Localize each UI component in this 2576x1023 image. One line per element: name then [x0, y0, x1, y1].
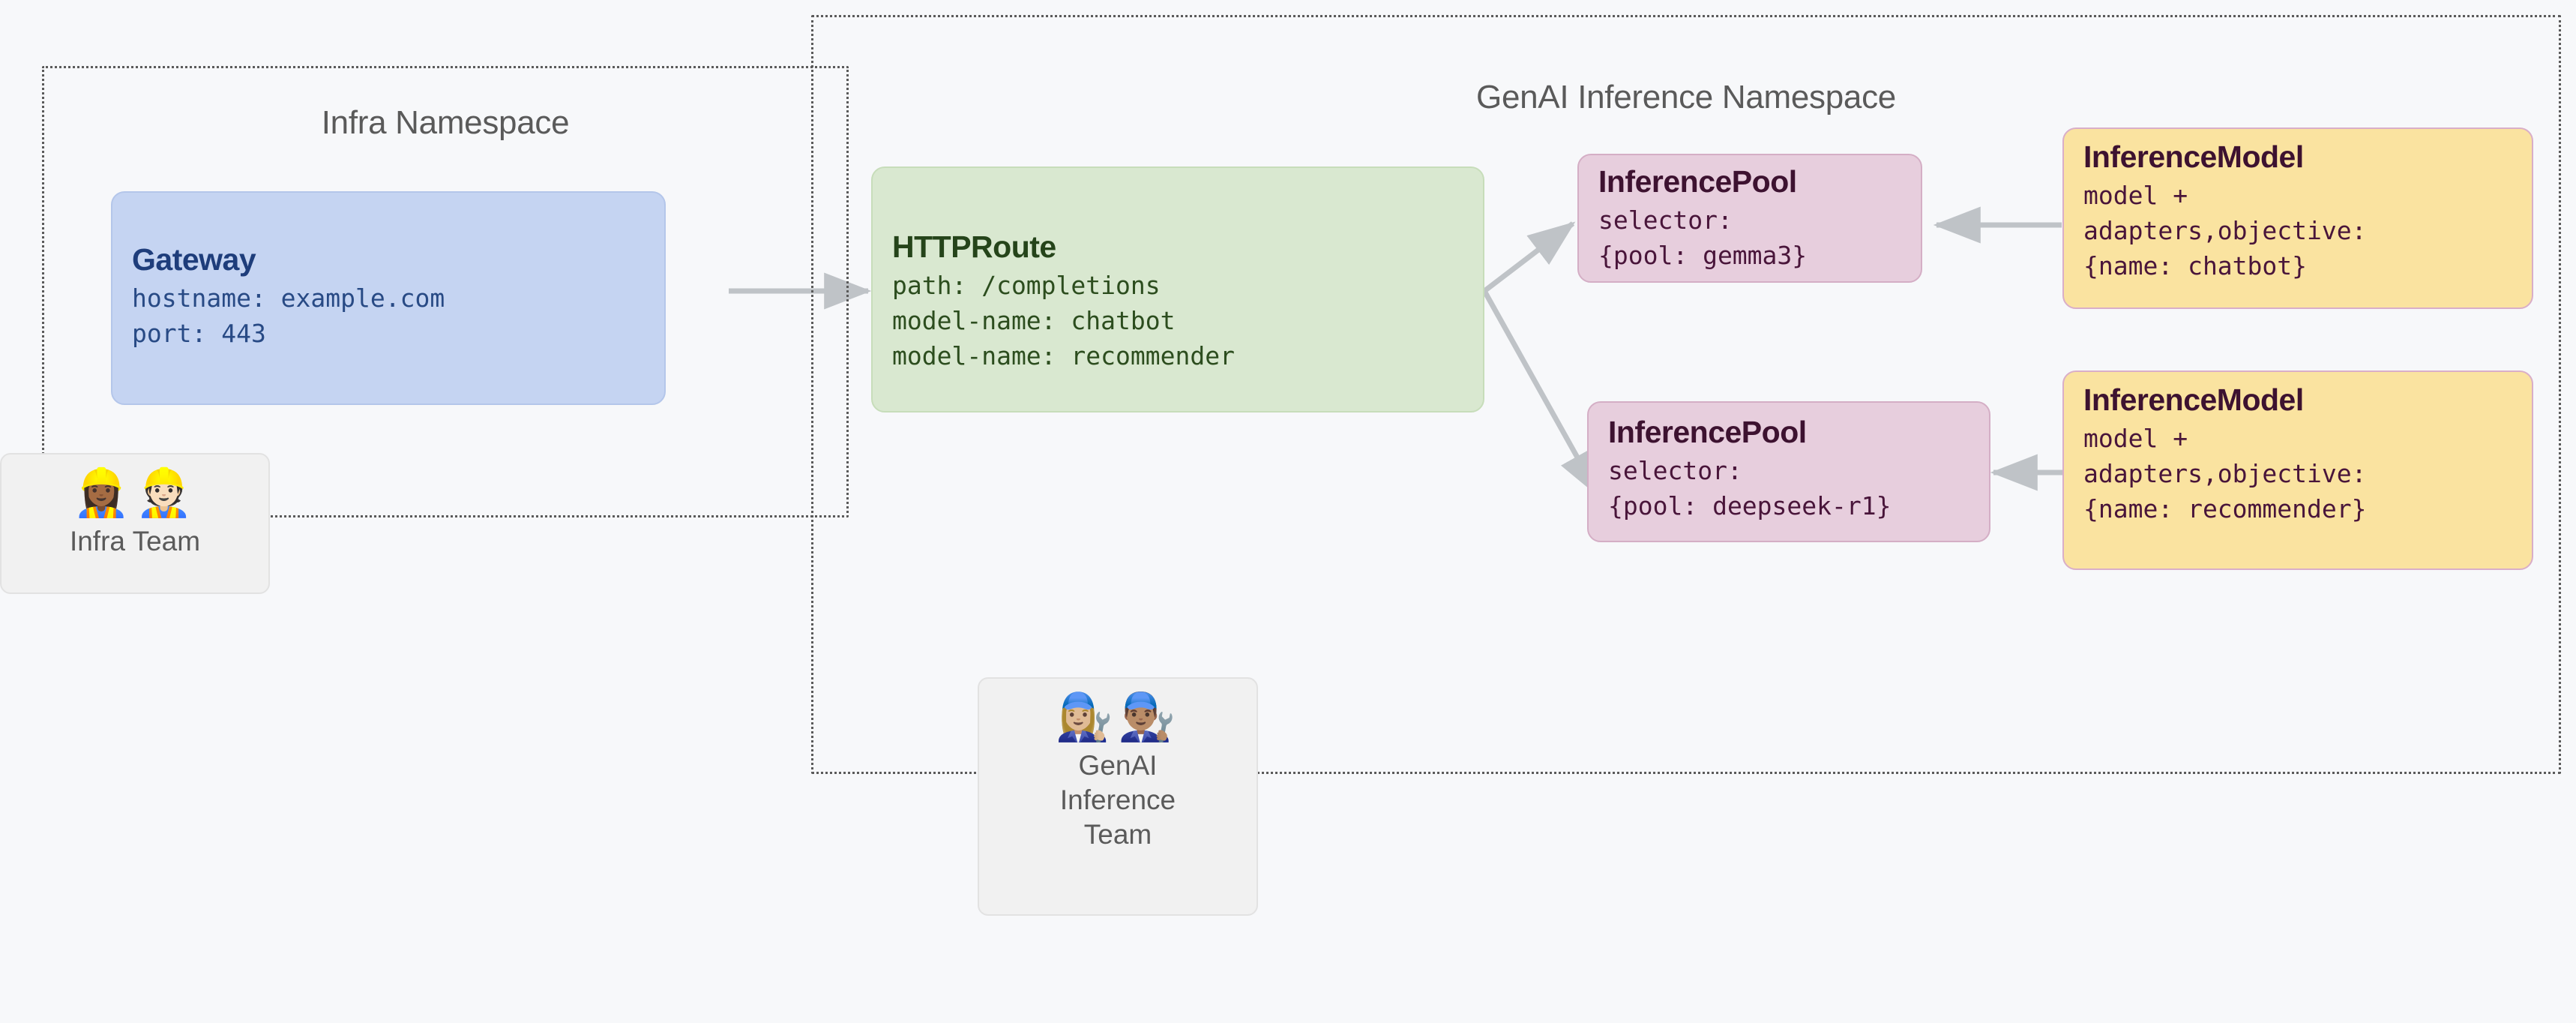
infra-team-avatars: 👷🏾‍♀️👷🏻	[72, 465, 198, 520]
genai-team-label: GenAI Inference Team	[1059, 750, 1176, 850]
node-inferencepool-deepseek-r1[interactable]: InferencePool selector: {pool: deepseek-…	[1587, 401, 1990, 542]
team-card-infra-team[interactable]: 👷🏾‍♀️👷🏻 Infra Team	[0, 453, 270, 594]
infra-team-label: Infra Team	[69, 526, 201, 557]
namespace-infra: Infra Namespace	[42, 66, 849, 518]
node-httproute-body: path: /completions model-name: chatbot m…	[892, 271, 1235, 370]
genai-team-avatars: 👩🏼‍🔧👨🏽‍🔧	[1055, 689, 1181, 744]
node-inferencemodel-chatbot[interactable]: InferenceModel model + adapters,objectiv…	[2062, 128, 2533, 309]
node-gateway-title: Gateway	[132, 242, 256, 277]
node-inferencemodel-recommender-title: InferenceModel	[2083, 382, 2304, 417]
node-inferencemodel-recommender[interactable]: InferenceModel model + adapters,objectiv…	[2062, 370, 2533, 570]
node-inferencemodel-recommender-body: model + adapters,objective: {name: recom…	[2083, 424, 2367, 524]
team-card-genai-inference-team[interactable]: 👩🏼‍🔧👨🏽‍🔧 GenAI Inference Team	[978, 677, 1258, 916]
namespace-infra-title: Infra Namespace	[321, 104, 570, 141]
node-inferencepool-deepseek-r1-body: selector: {pool: deepseek-r1}	[1608, 456, 1892, 520]
node-inferencepool-deepseek-r1-title: InferencePool	[1608, 415, 1807, 449]
node-inferencepool-gemma3[interactable]: InferencePool selector: {pool: gemma3}	[1577, 154, 1922, 283]
node-gateway[interactable]: Gateway hostname: example.com port: 443	[111, 191, 666, 405]
namespace-genai-title: GenAI Inference Namespace	[1476, 79, 1896, 116]
node-inferencemodel-chatbot-title: InferenceModel	[2083, 140, 2304, 174]
node-inferencemodel-chatbot-body: model + adapters,objective: {name: chatb…	[2083, 181, 2367, 280]
node-inferencepool-gemma3-title: InferencePool	[1598, 164, 1797, 199]
node-httproute-title: HTTPRoute	[892, 230, 1056, 264]
namespace-genai: GenAI Inference Namespace	[811, 15, 2561, 774]
node-inferencepool-gemma3-body: selector: {pool: gemma3}	[1598, 206, 1808, 270]
node-httproute[interactable]: HTTPRoute path: /completions model-name:…	[871, 166, 1484, 412]
node-gateway-body: hostname: example.com port: 443	[132, 284, 445, 348]
